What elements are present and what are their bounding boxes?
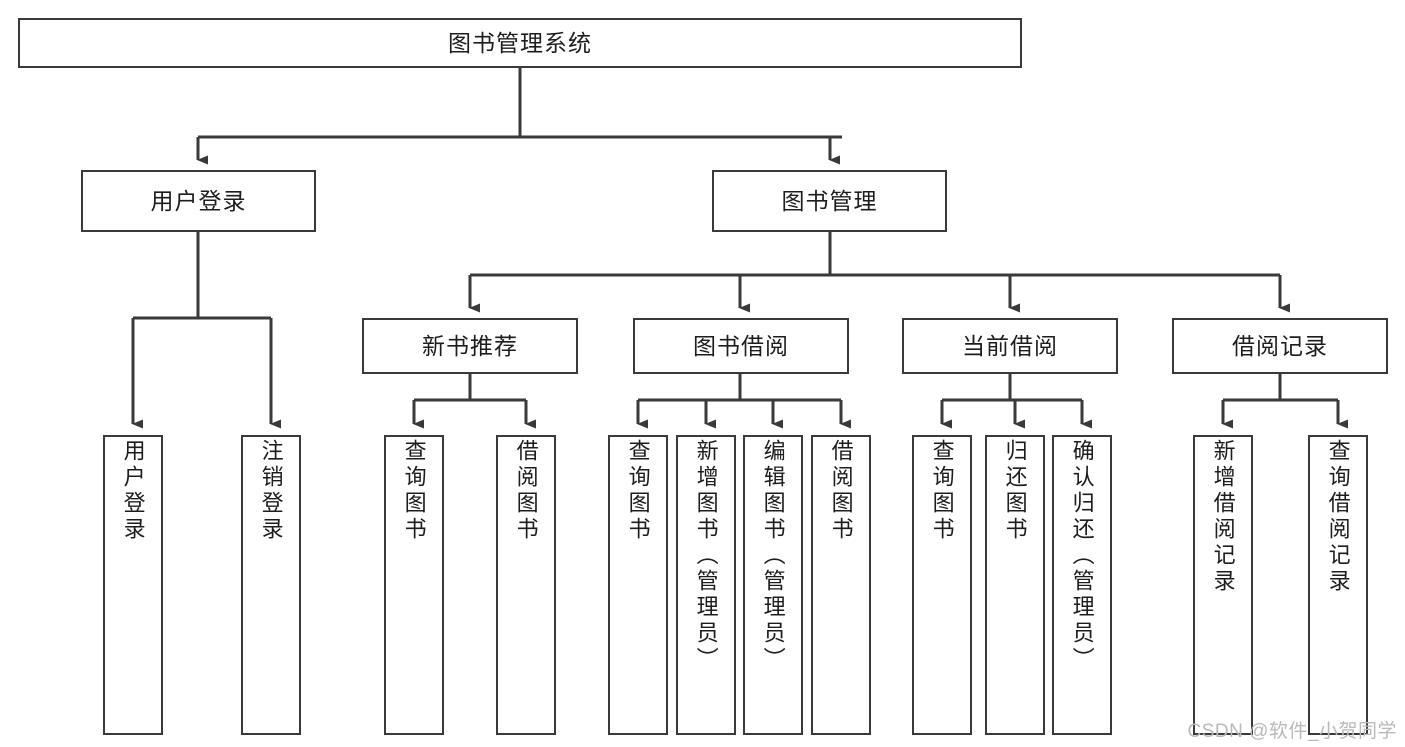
node-new-book-recommend[interactable]: 新书推荐 [362,318,578,374]
leaf-new-book-query[interactable]: 查询图书 [384,435,444,735]
node-label: 确认归还（管理员） [1069,439,1095,673]
node-label: 注销登录 [258,439,284,543]
node-label: 新书推荐 [422,332,518,359]
leaf-book-borrow-lend[interactable]: 借阅图书 [811,435,871,735]
node-label: 查询图书 [929,439,955,543]
leaf-current-borrow-return[interactable]: 归还图书 [985,435,1045,735]
node-label: 查询图书 [401,439,427,543]
leaf-user-login-signin[interactable]: 用户登录 [103,435,163,735]
leaf-user-login-signout[interactable]: 注销登录 [241,435,301,735]
node-book-borrow[interactable]: 图书借阅 [633,318,849,374]
leaf-borrow-record-add[interactable]: 新增借阅记录 [1193,435,1253,735]
node-label: 图书管理 [781,187,878,214]
node-label: 借阅记录 [1232,332,1328,359]
node-label: 编辑图书（管理员） [760,439,786,673]
leaf-current-borrow-query[interactable]: 查询图书 [912,435,972,735]
leaf-current-borrow-confirm-return[interactable]: 确认归还（管理员） [1052,435,1112,735]
node-label: 借阅图书 [513,439,539,543]
watermark-text: CSDN @软件_小贺同学 [1187,721,1397,742]
leaf-book-borrow-query[interactable]: 查询图书 [608,435,668,735]
node-label: 新增借阅记录 [1210,439,1236,595]
node-label: 新增图书（管理员） [693,439,719,673]
node-borrow-record[interactable]: 借阅记录 [1172,318,1388,374]
node-label: 查询图书 [625,439,651,543]
node-label: 当前借阅 [962,332,1058,359]
node-label: 图书借阅 [693,332,789,359]
node-label: 借阅图书 [828,439,854,543]
node-label: 查询借阅记录 [1325,439,1351,595]
node-current-borrow[interactable]: 当前借阅 [902,318,1118,374]
leaf-borrow-record-query[interactable]: 查询借阅记录 [1308,435,1368,735]
leaf-new-book-borrow[interactable]: 借阅图书 [496,435,556,735]
node-label: 用户登录 [120,439,146,543]
leaf-book-borrow-edit[interactable]: 编辑图书（管理员） [743,435,803,735]
node-book-management[interactable]: 图书管理 [712,170,947,232]
leaf-book-borrow-add[interactable]: 新增图书（管理员） [676,435,736,735]
node-user-login[interactable]: 用户登录 [81,170,316,232]
node-label: 用户登录 [150,187,247,214]
node-label: 图书管理系统 [448,29,592,56]
node-label: 归还图书 [1002,439,1028,543]
node-root-book-management-system[interactable]: 图书管理系统 [18,18,1022,68]
